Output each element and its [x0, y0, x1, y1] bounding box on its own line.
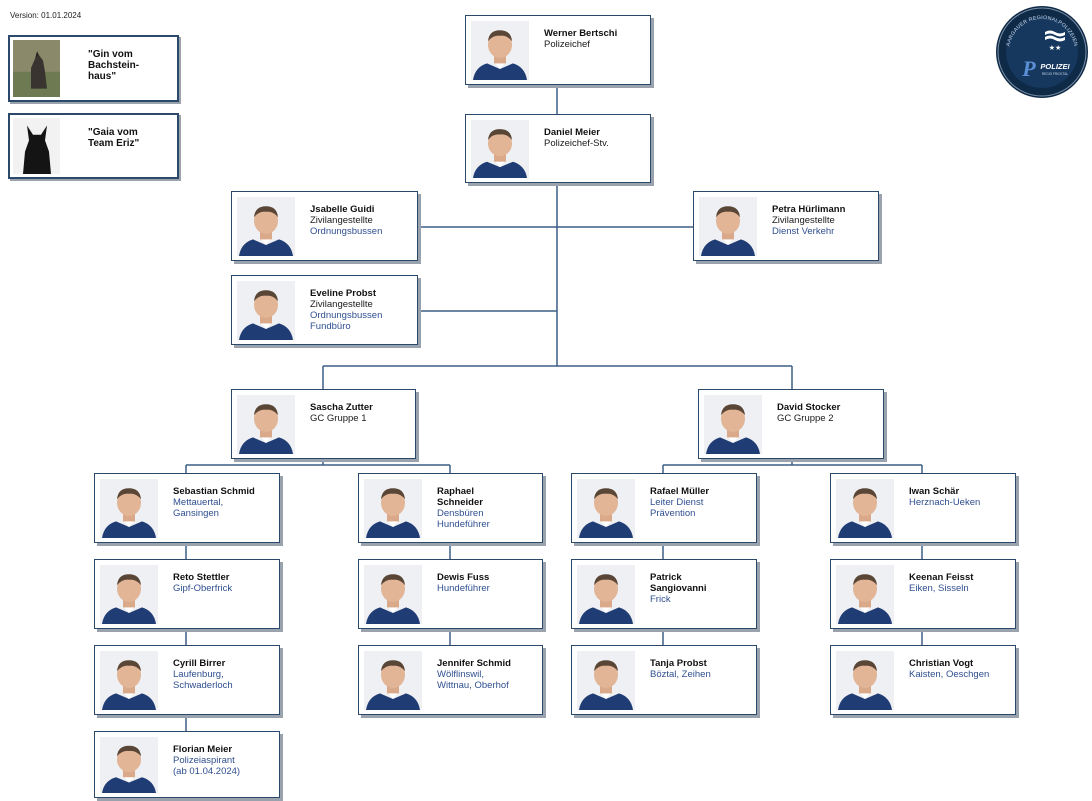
person-name: Petra Hürlimann	[772, 204, 846, 215]
person-name: Keenan Feisst	[909, 572, 974, 583]
person-unit: Laufenburg, Schwaderloch	[173, 669, 233, 691]
person-unit: Frick	[650, 594, 671, 605]
dog-name: "Gaia vom Team Eriz"	[88, 127, 140, 149]
person-name: Raphael Schneider	[437, 486, 483, 508]
person-unit: Mettauertal, Gansingen	[173, 497, 224, 519]
svg-text:P: P	[1021, 56, 1036, 81]
person-photo	[704, 395, 762, 454]
person-role: Polizeichef-Stv.	[544, 138, 609, 149]
person-name: Werner Bertschi	[544, 28, 618, 39]
person-name: David Stocker	[777, 402, 841, 413]
person-photo	[699, 197, 757, 256]
person-name: Patrick Sangiovanni	[650, 572, 707, 594]
person-name: Jsabelle Guidi	[310, 204, 375, 215]
dog-name: "Gin vom Bachstein- haus"	[88, 49, 140, 82]
version-label: Version: 01.01.2024	[10, 11, 82, 20]
person-photo	[100, 651, 158, 710]
person-name: Reto Stettler	[173, 572, 230, 583]
dog-card-gaia: "Gaia vom Team Eriz"	[8, 113, 179, 179]
person-name: Eveline Probst	[310, 288, 376, 299]
person-unit: Wölflinswil, Wittnau, Oberhof	[437, 669, 509, 691]
person-photo	[577, 565, 635, 624]
person-photo	[471, 21, 529, 80]
person-name: Iwan Schär	[909, 486, 960, 497]
person-photo	[364, 651, 422, 710]
person-photo	[100, 737, 158, 793]
person-photo	[100, 479, 158, 538]
person-role: Polizeichef	[544, 39, 590, 50]
person-unit: Kaisten, Oeschgen	[909, 669, 990, 680]
person-role: Zivilangestellte	[310, 215, 373, 226]
dog-photo-gaia	[13, 118, 60, 174]
person-name: Christian Vogt	[909, 658, 974, 669]
person-photo	[836, 479, 894, 538]
person-photo	[100, 565, 158, 624]
person-photo	[364, 565, 422, 624]
person-name: Tanja Probst	[650, 658, 707, 669]
person-unit: Polizeiaspirant (ab 01.04.2024)	[173, 755, 241, 777]
person-photo	[364, 479, 422, 538]
person-unit: Densbüren Hundeführer	[437, 508, 490, 530]
person-photo	[471, 120, 529, 178]
person-unit: Dienst Verkehr	[772, 226, 835, 237]
logo-word: POLIZEI	[1040, 62, 1070, 71]
person-unit: Gipf-Oberfrick	[173, 583, 233, 594]
person-role: GC Gruppe 2	[777, 413, 834, 424]
person-role: Zivilangestellte	[772, 215, 835, 226]
person-photo	[237, 281, 295, 340]
person-unit: Ordnungsbussen Fundbüro	[310, 310, 383, 332]
person-unit: Böztal, Zeihen	[650, 669, 711, 680]
person-name: Sebastian Schmid	[173, 486, 255, 497]
dog-card-gin: "Gin vom Bachstein- haus"	[8, 35, 179, 102]
logo-subtitle: REGIO FRICKTAL	[1042, 72, 1069, 76]
svg-text:★★: ★★	[1049, 44, 1062, 52]
police-logo: AARGAUER REGIONALPOLIZEIEN ★★ P POLIZEI …	[996, 6, 1088, 98]
person-name: Sascha Zutter	[310, 402, 373, 413]
person-name: Cyrill Birrer	[173, 658, 226, 669]
person-name: Florian Meier	[173, 744, 233, 755]
person-unit: Ordnungsbussen	[310, 226, 383, 237]
dog-photo-gin	[13, 40, 60, 97]
person-role: GC Gruppe 1	[310, 413, 367, 424]
person-name: Jennifer Schmid	[437, 658, 511, 669]
person-unit: Leiter Dienst Prävention	[650, 497, 704, 519]
person-name: Dewis Fuss	[437, 572, 490, 583]
person-name: Rafael Müller	[650, 486, 710, 497]
person-photo	[577, 651, 635, 710]
person-photo	[577, 479, 635, 538]
person-photo	[237, 197, 295, 256]
person-photo	[836, 651, 894, 710]
person-unit: Herznach-Ueken	[909, 497, 981, 508]
person-role: Zivilangestellte	[310, 299, 373, 310]
person-photo	[836, 565, 894, 624]
person-name: Daniel Meier	[544, 127, 600, 138]
person-unit: Eiken, Sisseln	[909, 583, 969, 594]
person-photo	[237, 395, 295, 454]
person-unit: Hundeführer	[437, 583, 490, 594]
